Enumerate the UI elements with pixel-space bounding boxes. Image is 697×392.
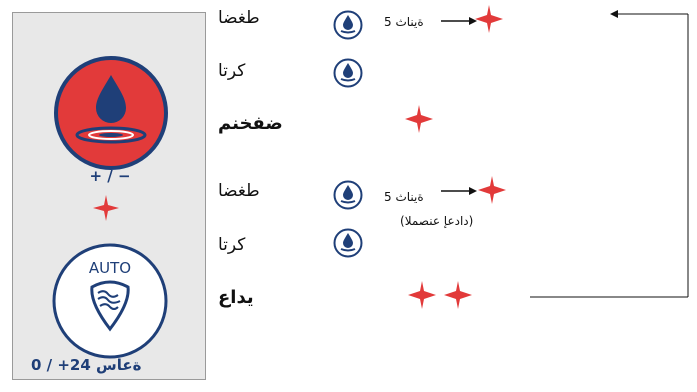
auto-mode-icon bbox=[52, 243, 168, 359]
press-label-2: طغضا bbox=[218, 181, 260, 201]
low-label: ضفخنم bbox=[218, 113, 283, 134]
release-label-2: كرتا bbox=[218, 235, 246, 255]
red-star-icon bbox=[478, 176, 506, 204]
legend-panel: + / − AUTO 0 / +24 ةعاس bbox=[12, 12, 206, 380]
normal-label: يداع bbox=[218, 287, 254, 308]
red-star-icon bbox=[405, 105, 433, 133]
plus-minus-label: + / − bbox=[89, 167, 131, 185]
release-label-1: كرتا bbox=[218, 61, 246, 81]
right-arrow-icon bbox=[441, 17, 477, 25]
red-star-icon bbox=[475, 5, 503, 33]
flow-connector bbox=[530, 10, 689, 298]
red-star-icon bbox=[444, 281, 472, 309]
timing-label-1: 5 ةيناث bbox=[384, 15, 424, 29]
hours-label: 0 / +24 ةعاس bbox=[31, 356, 142, 374]
timing-label-2: 5 ةيناث bbox=[384, 190, 424, 204]
water-drop-icon bbox=[333, 228, 363, 258]
water-drop-icon bbox=[333, 58, 363, 88]
water-drop-icon bbox=[333, 10, 363, 40]
water-drop-icon bbox=[54, 56, 168, 170]
red-star-icon bbox=[93, 195, 119, 221]
factory-reset-note: (دادعإ عنصملا) bbox=[400, 214, 474, 228]
red-star-icon bbox=[408, 281, 436, 309]
right-arrow-icon bbox=[441, 187, 477, 195]
auto-label: AUTO bbox=[88, 259, 132, 277]
press-label-1: طغضا bbox=[218, 8, 260, 28]
water-drop-icon bbox=[333, 180, 363, 210]
